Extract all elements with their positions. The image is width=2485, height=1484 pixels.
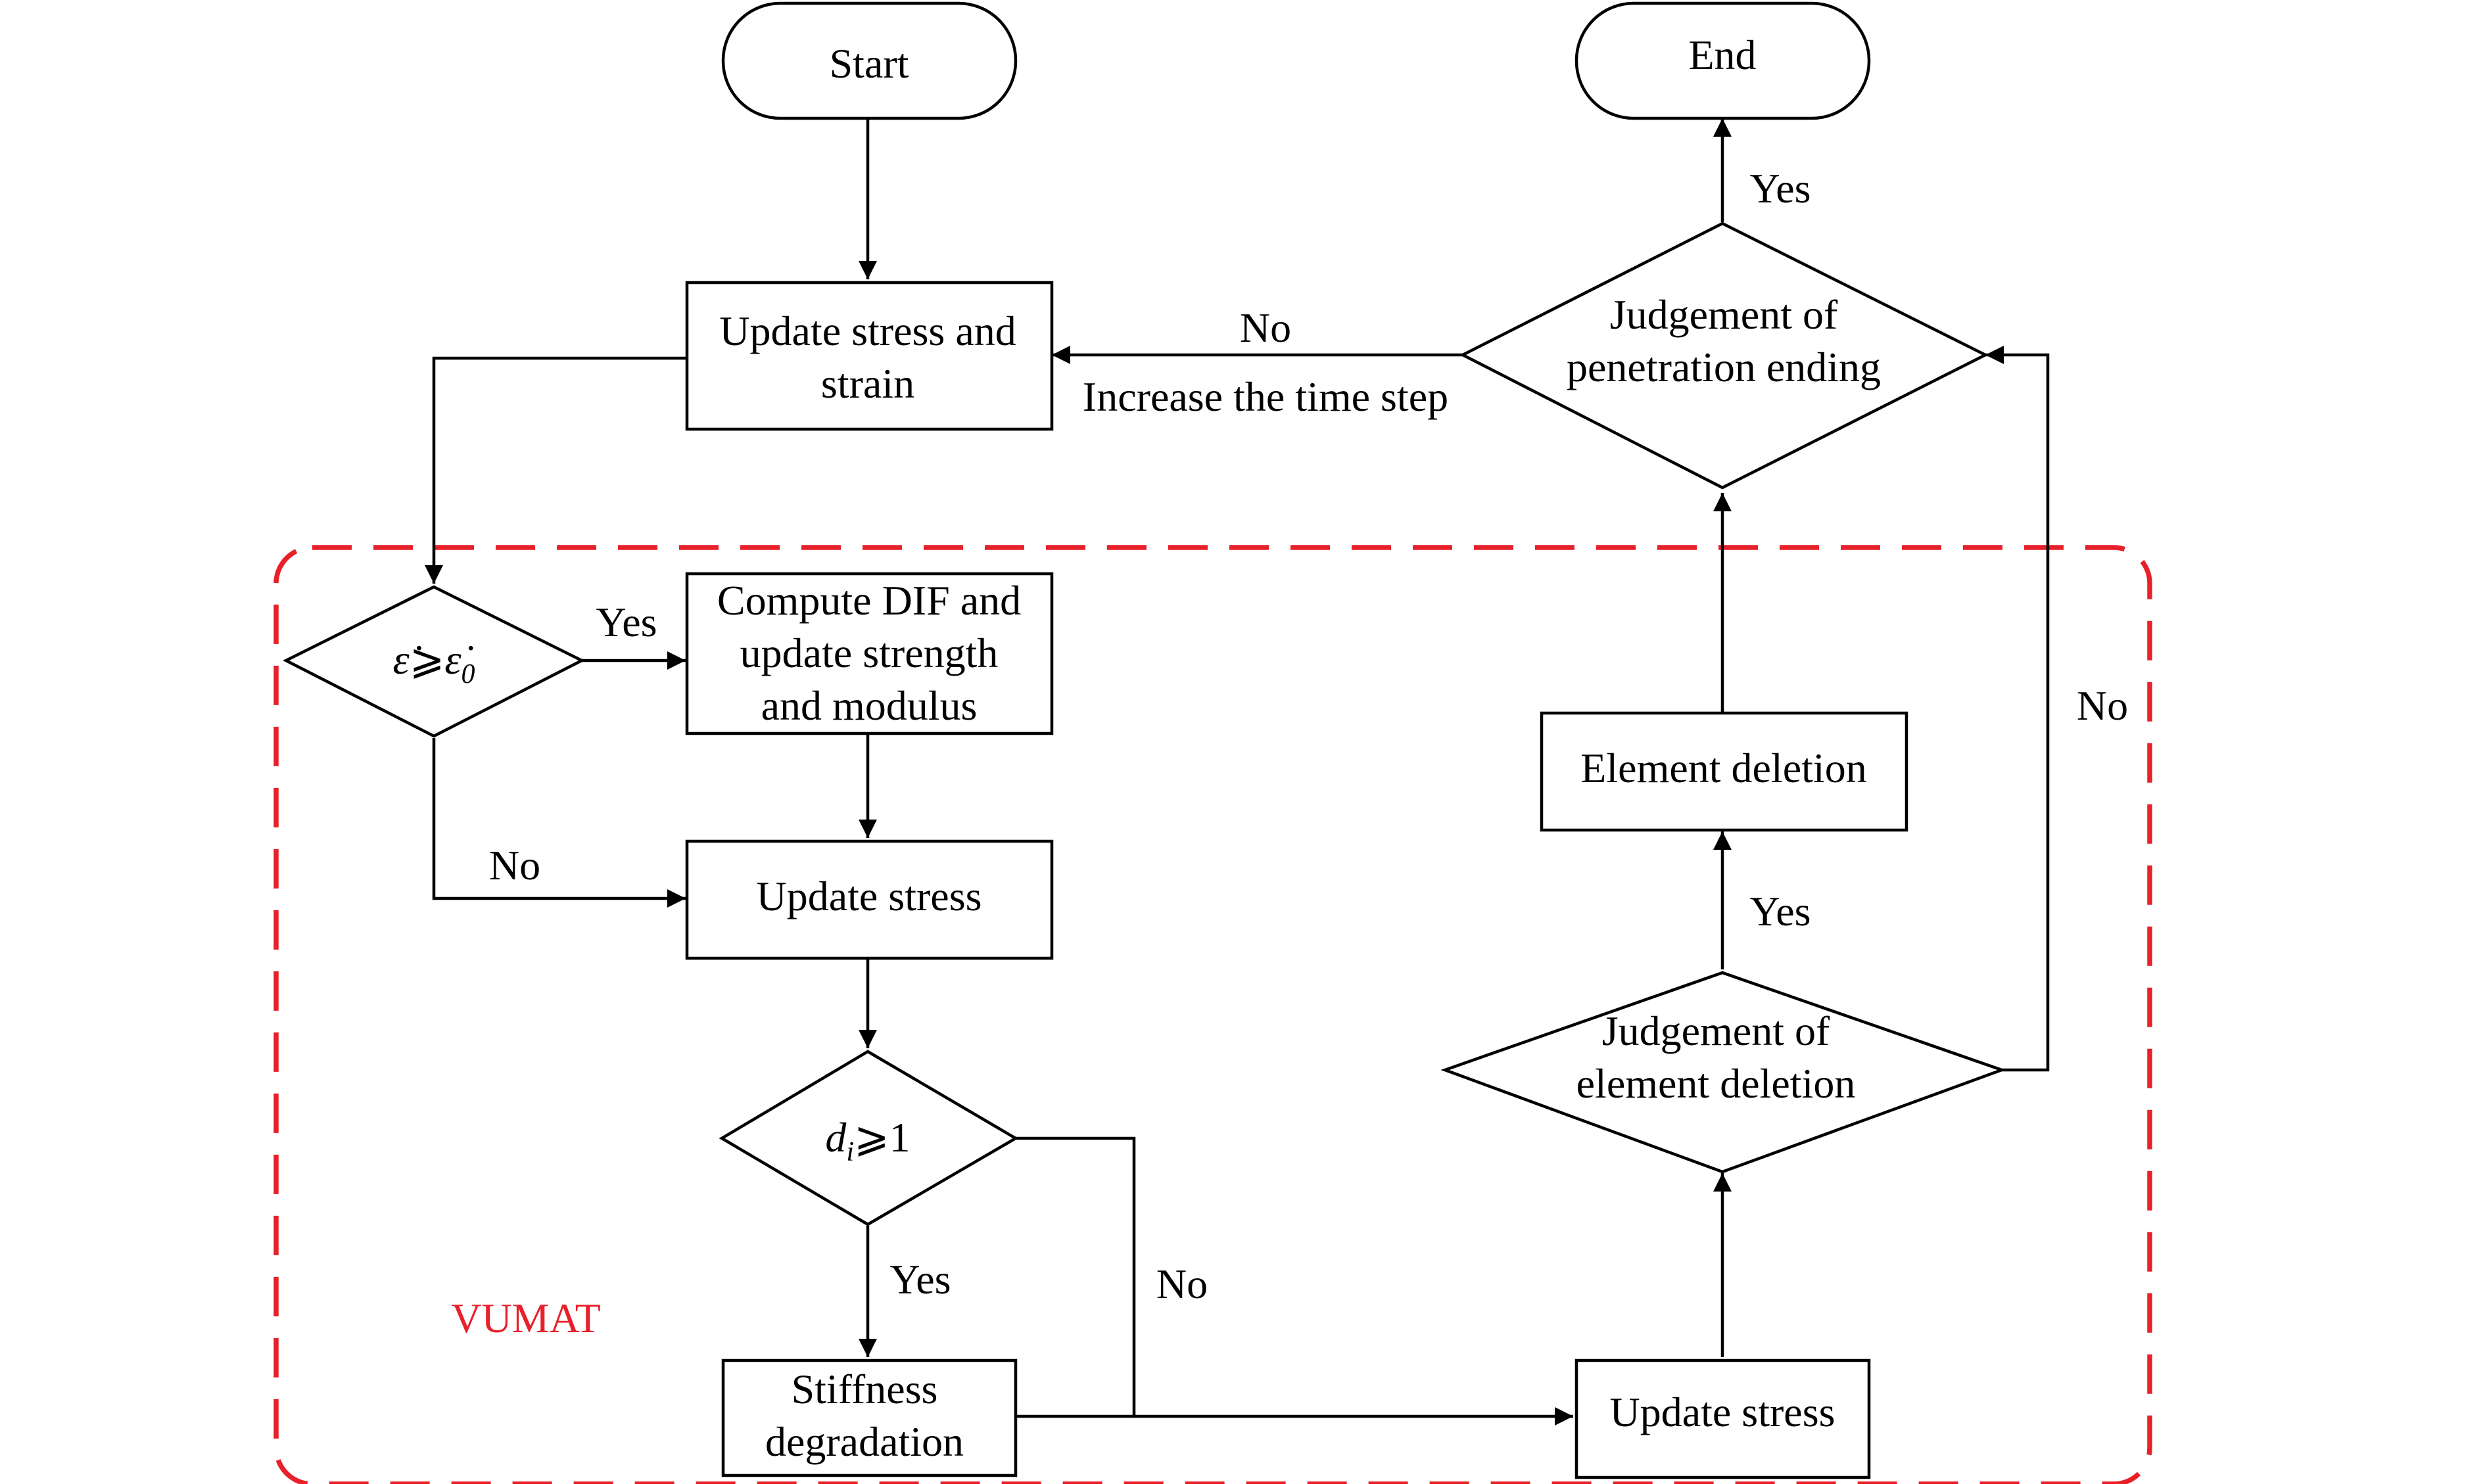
svg-text:Element deletion: Element deletion <box>1580 745 1866 791</box>
compute-dif-box: Compute DIF and update strength and modu… <box>685 572 1054 735</box>
stiffness-degradation-box: Stiffness degradation <box>721 1358 1018 1477</box>
svg-text:Judgement of: Judgement of <box>1602 1008 1830 1054</box>
start-terminal: Start <box>721 1 1018 120</box>
vumat-label: VUMAT <box>451 1295 601 1341</box>
update-stress-box-1: Update stress <box>685 839 1054 960</box>
end-terminal: End <box>1574 1 1871 120</box>
svg-text:penetration ending: penetration ending <box>1567 344 1881 390</box>
edge-update-to-rate-check <box>425 356 687 584</box>
label-rate-yes: Yes <box>596 599 657 645</box>
svg-text:Update stress and: Update stress and <box>719 308 1016 354</box>
svg-text:di⩾1: di⩾1 <box>825 1114 910 1167</box>
update-stress-strain-box: Update stress and strain <box>685 281 1054 431</box>
svg-text:Update stress: Update stress <box>756 873 982 919</box>
label-deletion-yes: Yes <box>1749 888 1810 935</box>
label-damage-no: No <box>1156 1261 1208 1307</box>
svg-text:degradation: degradation <box>765 1418 964 1465</box>
label-deletion-no: No <box>2077 682 2128 729</box>
svg-text:element deletion: element deletion <box>1576 1060 1856 1107</box>
strain-rate-check-diamond: ε̇⩾ε̇0 <box>283 585 585 738</box>
svg-text:End: End <box>1688 32 1756 78</box>
label-penetration-yes: Yes <box>1749 165 1810 212</box>
svg-text:Judgement of: Judgement of <box>1610 291 1838 338</box>
edge-del-no <box>1985 346 2050 1072</box>
svg-text:update strength: update strength <box>740 630 999 676</box>
edge-damage-no <box>1016 1136 1573 1426</box>
vumat-region <box>273 545 2152 1484</box>
svg-text:and modulus: and modulus <box>761 682 978 729</box>
label-rate-no: No <box>489 842 540 889</box>
svg-text:Stiffness: Stiffness <box>792 1366 938 1412</box>
svg-text:Compute DIF and: Compute DIF and <box>717 577 1021 624</box>
judgement-element-deletion-diamond: Judgement of element deletion <box>1440 971 2006 1174</box>
label-increase-time-step: Increase the time step <box>1083 373 1448 420</box>
svg-text:Update stress: Update stress <box>1609 1389 1835 1435</box>
svg-text:strain: strain <box>821 360 914 407</box>
label-damage-yes: Yes <box>889 1256 951 1303</box>
connectors <box>425 117 2050 1426</box>
svg-text:Start: Start <box>830 40 909 87</box>
damage-check-diamond: di⩾1 <box>719 1050 1019 1226</box>
element-deletion-box: Element deletion <box>1540 711 1908 832</box>
label-penetration-no: No <box>1240 304 1291 351</box>
update-stress-box-2: Update stress <box>1574 1358 1871 1479</box>
judgement-penetration-diamond: Judgement of penetration ending <box>1459 221 1989 490</box>
edge-rate-no <box>432 738 686 908</box>
svg-text:ε̇⩾ε̇0: ε̇⩾ε̇0 <box>392 636 475 689</box>
